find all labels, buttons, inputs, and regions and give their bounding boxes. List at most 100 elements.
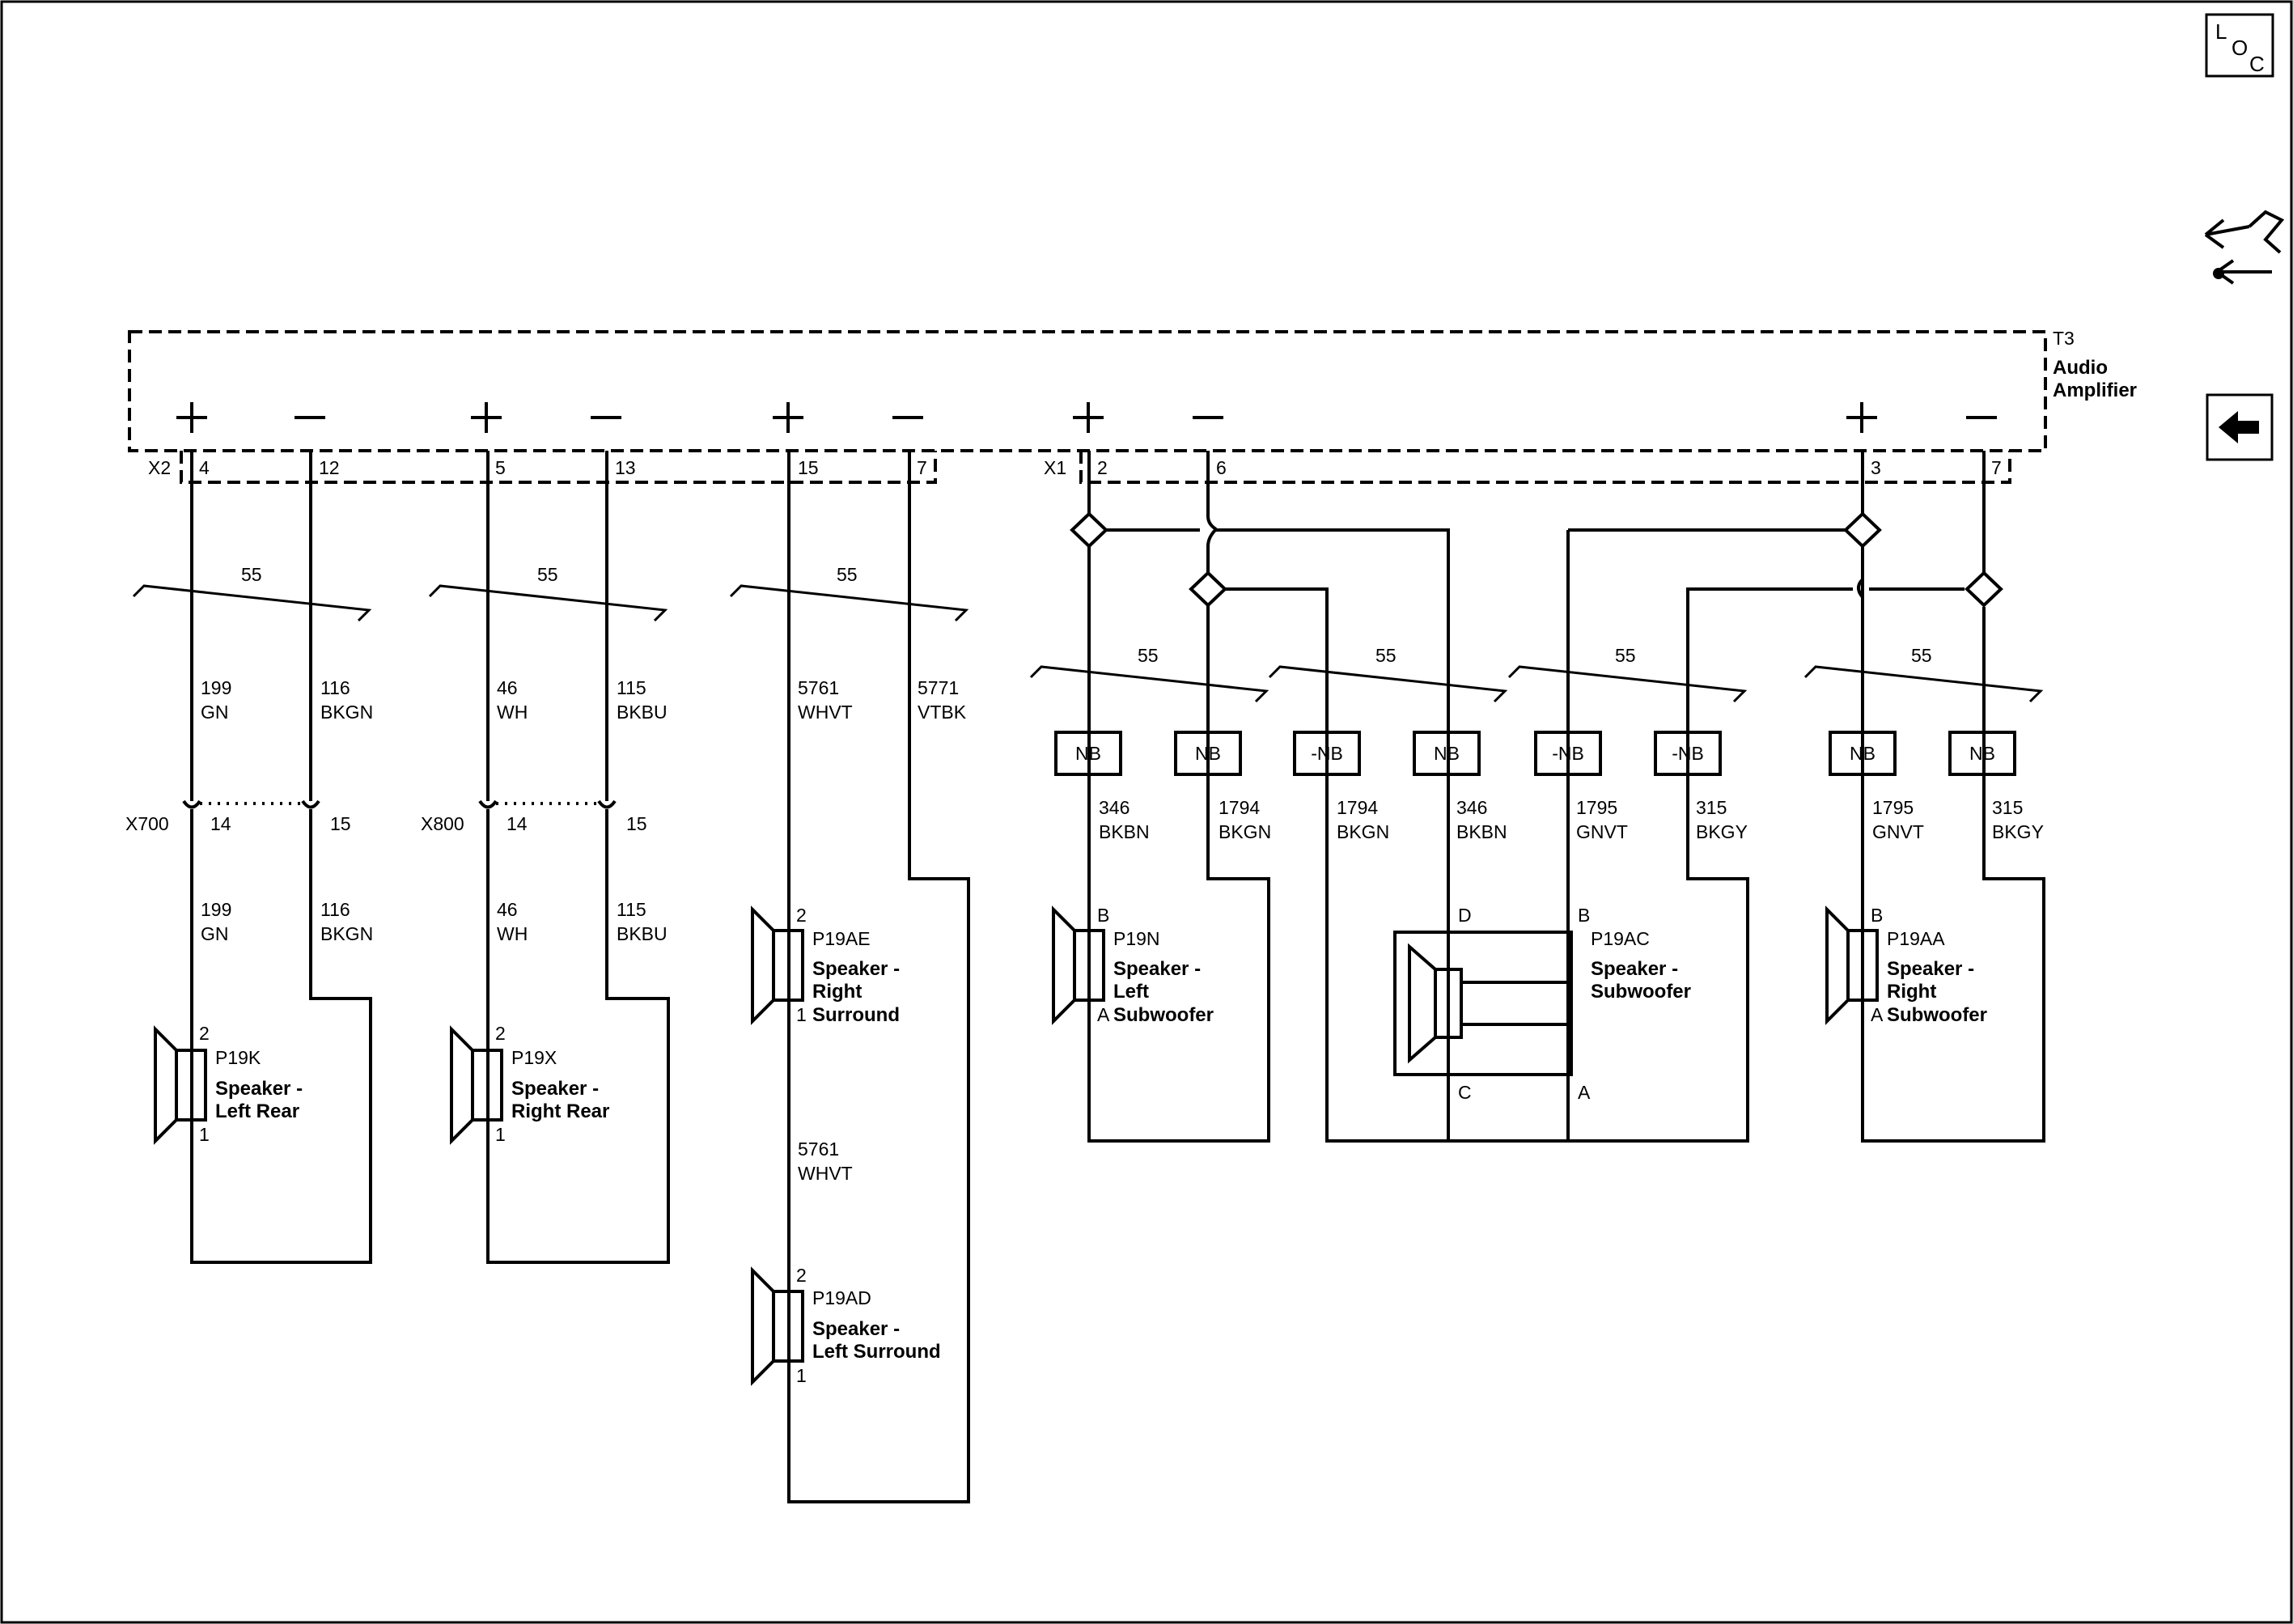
loc-icon-l: L [2215,19,2227,44]
wire-labels-upper: 199 GN 116 BKGN 46 WH 115 BKBU 5761 WHVT… [201,677,967,723]
speaker-p19k: 2 P19K Speaker - Left Rear 1 [154,1023,303,1145]
speaker-p19x: 2 P19X Speaker - Right Rear 1 [450,1023,609,1145]
svg-text:-NB: -NB [1672,743,1704,764]
twist-label: 55 [1138,645,1159,666]
svg-text:1: 1 [495,1124,506,1145]
svg-text:346: 346 [1099,797,1130,818]
amplifier-pins: 4 12 5 13 15 7 2 6 3 7 [199,457,2002,478]
loc-button[interactable]: L O C [2205,13,2274,78]
svg-text:Speaker -: Speaker - [215,1078,303,1100]
svg-text:NB: NB [1969,743,1995,764]
svg-text:BKGY: BKGY [1696,821,1748,842]
svg-text:Speaker -: Speaker - [812,1318,900,1340]
svg-text:GNVT: GNVT [1576,821,1628,842]
svg-text:116: 116 [320,899,350,920]
amplifier-ref: T3 [2053,328,2075,349]
twist-label: 55 [837,564,858,585]
rear-surround-wiring [190,451,970,1503]
svg-text:BKGN: BKGN [1337,821,1389,842]
inline-connector-x700: X700 14 15 [125,799,351,834]
twist-label: 55 [537,564,558,585]
pin-4: 4 [199,457,210,478]
svg-text:5761: 5761 [798,1138,839,1160]
svg-text:2: 2 [495,1023,506,1044]
svg-text:B: B [1871,905,1883,926]
twist-label: 55 [1375,645,1397,666]
amplifier-name-line1: Audio [2053,357,2108,379]
svg-text:46: 46 [497,677,518,698]
speaker-p19ae: 2 P19AE Speaker - Right 1 Surround [751,905,900,1026]
svg-text:GN: GN [201,923,229,944]
loc-icon-o: O [2232,36,2248,60]
pin-7: 7 [917,457,927,478]
svg-text:115: 115 [617,677,646,698]
wire-labels-lower: 199 GN 116 BKGN 46 WH 115 BKBU 5761 WHVT [201,899,853,1184]
audio-amplifier: T3 Audio Amplifier [128,328,2137,452]
speaker-p19aa: B P19AA Speaker - Right A Subwoofer [1825,905,1987,1026]
svg-text:WH: WH [497,702,528,723]
svg-text:1: 1 [796,1004,807,1025]
pin-3: 3 [1871,457,1881,478]
x700-pin15: 15 [330,813,351,834]
svg-text:BKGN: BKGN [1219,821,1271,842]
svg-text:-NB: -NB [1311,743,1343,764]
svg-text:BKGY: BKGY [1992,821,2044,842]
x700-pin14: 14 [210,813,231,834]
svg-text:P19K: P19K [215,1047,261,1068]
svg-text:Left Surround: Left Surround [812,1341,941,1363]
svg-text:1794: 1794 [1337,797,1378,818]
svg-text:2: 2 [796,1265,807,1286]
x800-pin14: 14 [506,813,528,834]
svg-text:NB: NB [1434,743,1460,764]
svg-text:199: 199 [201,899,231,920]
back-arrow-icon [2219,411,2259,443]
x800-pin15: 15 [626,813,647,834]
svg-text:P19N: P19N [1113,928,1160,949]
pin-5: 5 [495,457,506,478]
svg-text:BKBN: BKBN [1456,821,1507,842]
connector-x2-outline [180,451,937,484]
svg-text:A: A [1097,1004,1110,1025]
svg-text:Subwoofer: Subwoofer [1591,981,1691,1003]
svg-text:46: 46 [497,899,518,920]
twist-label: 55 [1615,645,1636,666]
pin-6: 6 [1216,457,1227,478]
svg-text:P19AA: P19AA [1887,928,1945,949]
svg-text:NB: NB [1075,743,1101,764]
x700-label: X700 [125,813,169,834]
polarity-symbols [176,402,1997,433]
loc-icon-c: C [2249,52,2265,76]
svg-text:1795: 1795 [1576,797,1617,818]
svg-text:Subwoofer: Subwoofer [1887,1004,1987,1026]
svg-text:2: 2 [796,905,807,926]
svg-text:A: A [1871,1004,1884,1025]
svg-text:116: 116 [320,677,350,698]
twisted-pair-markers [132,584,2044,703]
amplifier-name-line2: Amplifier [2053,379,2137,401]
svg-text:-NB: -NB [1552,743,1584,764]
svg-text:Left: Left [1113,981,1149,1003]
svg-text:WHVT: WHVT [798,1163,853,1184]
svg-text:GN: GN [201,702,229,723]
inline-connector-x800: X800 14 15 [421,799,647,834]
svg-text:2: 2 [199,1023,210,1044]
svg-text:B: B [1097,905,1109,926]
svg-text:315: 315 [1696,797,1727,818]
pin-12: 12 [319,457,340,478]
speaker-p19n: B P19N Speaker - Left A Subwoofer [1052,905,1214,1026]
svg-text:Speaker -: Speaker - [1591,958,1678,980]
svg-text:P19AC: P19AC [1591,928,1650,949]
svg-text:Speaker -: Speaker - [1113,958,1201,980]
connector-icon[interactable] [2204,210,2285,285]
svg-text:NB: NB [1195,743,1221,764]
twist-label: 55 [1911,645,1932,666]
pin-15: 15 [798,457,819,478]
svg-text:P19AD: P19AD [812,1287,871,1308]
svg-text:1: 1 [796,1365,807,1386]
svg-text:5771: 5771 [918,677,959,698]
svg-text:BKGN: BKGN [320,923,373,944]
svg-text:Speaker -: Speaker - [812,958,900,980]
svg-text:Left Rear: Left Rear [215,1100,299,1122]
back-arrow-button[interactable] [2206,393,2274,461]
